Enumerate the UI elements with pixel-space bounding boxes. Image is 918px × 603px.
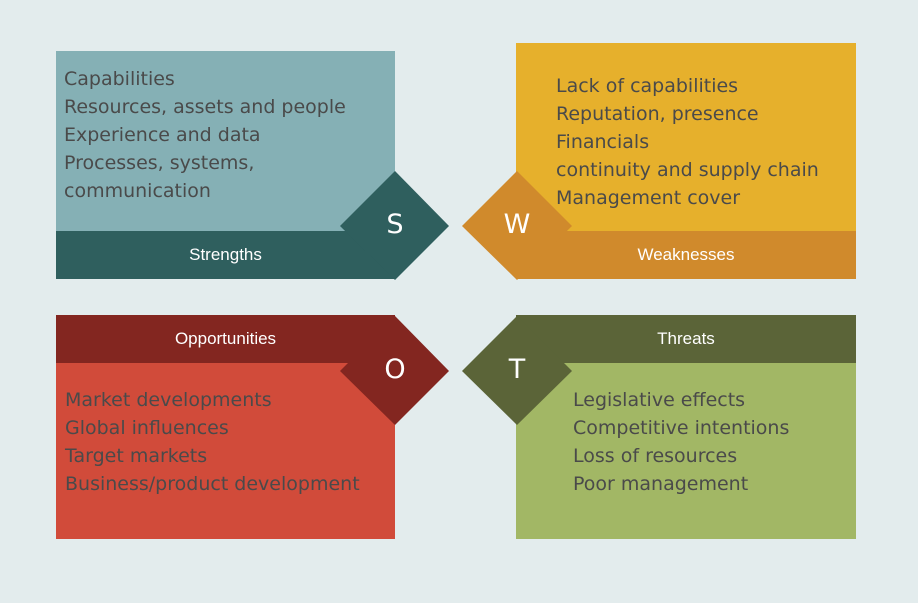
- strengths-item: Experience and data: [64, 124, 261, 146]
- threats-letter: T: [508, 354, 526, 385]
- threats-label: Threats: [657, 329, 715, 348]
- weaknesses-diamond: [462, 171, 572, 280]
- strengths-item: Processes, systems,: [64, 152, 255, 174]
- strengths-item: Resources, assets and people: [64, 96, 346, 118]
- opportunities-item: Global influences: [65, 417, 229, 439]
- opportunities-item: Market developments: [65, 389, 272, 411]
- opportunities-item: Target markets: [65, 445, 208, 467]
- weaknesses-item: Management cover: [556, 187, 741, 209]
- strengths-bar: [56, 231, 395, 279]
- strengths-letter: S: [386, 209, 404, 240]
- strengths-item: communication: [64, 180, 211, 202]
- opportunities-item: Business/product development: [65, 473, 360, 495]
- weaknesses-item: Reputation, presence: [556, 103, 759, 125]
- threats-item: Poor management: [573, 473, 749, 495]
- threats-item: Legislative effects: [573, 389, 746, 411]
- weaknesses-item: Lack of capabilities: [556, 75, 739, 97]
- weaknesses-bar: [516, 231, 856, 279]
- opportunities-label: Opportunities: [174, 329, 277, 348]
- opportunities-bar: [56, 315, 395, 363]
- weaknesses-list: Lack of capabilities Reputation, presenc…: [556, 72, 819, 212]
- strengths-diamond: [340, 171, 449, 280]
- weaknesses-item: continuity and supply chain: [556, 159, 819, 181]
- strengths-item: Capabilities: [64, 68, 175, 90]
- threats-item: Competitive intentions: [573, 417, 790, 439]
- opportunities-letter: O: [384, 354, 406, 385]
- strengths-label: Strengths: [189, 245, 262, 264]
- threats-diamond: [462, 316, 572, 425]
- threats-list: Legislative effects Competitive intentio…: [573, 386, 789, 498]
- strengths-list: Capabilities Resources, assets and peopl…: [64, 65, 346, 205]
- opportunities-diamond: [340, 316, 449, 425]
- weaknesses-label: Weaknesses: [637, 245, 735, 264]
- threats-bar: [516, 315, 856, 363]
- weaknesses-letter: W: [503, 209, 531, 240]
- threats-item: Loss of resources: [573, 445, 738, 467]
- opportunities-list: Market developments Global influences Ta…: [65, 386, 360, 498]
- weaknesses-item: Financials: [556, 131, 650, 153]
